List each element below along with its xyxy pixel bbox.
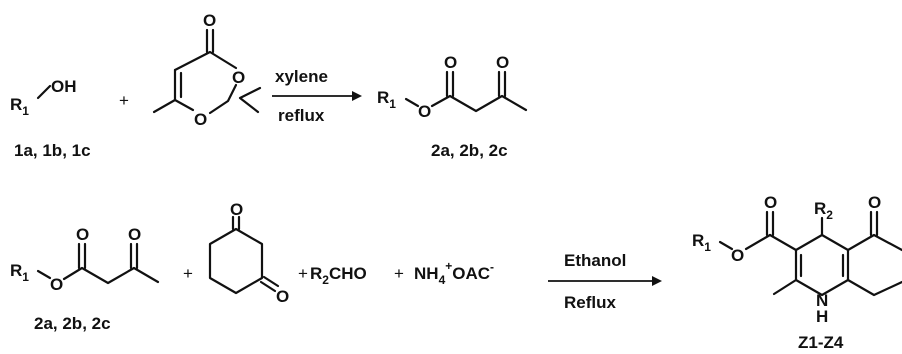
arrow-head-2 xyxy=(652,276,662,286)
ketoester2-carbonyl1-o: O xyxy=(76,225,89,244)
dioxinone-ring-o2: O xyxy=(194,110,207,129)
product2-carbonyl1-bond xyxy=(765,210,775,237)
condition-above-2: Ethanol xyxy=(564,251,626,270)
ketoester2-carbonyl2-o: O xyxy=(128,225,141,244)
dione-top-o: O xyxy=(230,200,243,219)
aldehyde-reactant: R2CHO xyxy=(310,264,367,287)
product2-dihydropyridine-ring xyxy=(794,233,850,297)
alcohol-r-label: R1 xyxy=(10,95,29,118)
alcohol-oh-label: OH xyxy=(51,77,77,96)
product2-methyl xyxy=(772,278,798,296)
dione-ring xyxy=(208,227,264,295)
reactant-label-1: 1a, 1b, 1c xyxy=(14,141,91,160)
product2-r1-o-bond xyxy=(718,240,734,251)
ammonium-acetate: NH4+OAC- xyxy=(414,259,494,287)
dione-bottom-o: O xyxy=(276,287,289,306)
reaction-2: R1 O O O 2a, 2b, 2c + O O + R2CHO + NH4+… xyxy=(10,193,902,352)
dioxinone-ring-left-bottom xyxy=(173,98,195,112)
product2-fused-ring-bottom xyxy=(846,278,902,297)
ketoester2-label: 2a, 2b, 2c xyxy=(34,314,111,333)
product1-r-o-bond xyxy=(404,97,420,108)
plus-sign-3: + xyxy=(298,264,308,283)
product-label-1: 2a, 2b, 2c xyxy=(431,141,508,160)
plus-sign-2: + xyxy=(183,264,193,283)
reaction-1: R1 OH + O O O xylene reflux xyxy=(10,11,528,160)
plus-sign-4: + xyxy=(394,264,404,283)
product2-nh-n: N xyxy=(816,291,828,310)
ketoester-product-1: R1 O O O xyxy=(377,53,528,121)
product1-carbonyl1-o: O xyxy=(444,53,457,72)
ketoester2-carbonyl1-bond xyxy=(77,242,87,270)
product2-ester-o: O xyxy=(731,246,744,265)
ketoester2-chain xyxy=(62,266,160,285)
product1-carbonyl1-bond xyxy=(445,70,455,98)
dione-carbonyl-top-bond xyxy=(231,215,241,231)
condition-below-1: reflux xyxy=(278,106,325,125)
dioxinone-ring-top xyxy=(173,50,238,72)
product2-nh-h: H xyxy=(816,307,828,326)
condition-below-2: Reflux xyxy=(564,293,617,312)
reaction-arrow-1: xylene reflux xyxy=(272,67,362,125)
product1-carbonyl2-o: O xyxy=(496,53,509,72)
dioxinone-ring-o1: O xyxy=(232,68,245,87)
product1-ester-o: O xyxy=(418,102,431,121)
arrow-head-1 xyxy=(352,91,362,101)
dioxinone-carbonyl-bond xyxy=(205,28,215,54)
plus-sign-1: + xyxy=(119,91,129,110)
ketoester2-carbonyl2-bond xyxy=(129,242,139,270)
condition-above-1: xylene xyxy=(275,67,328,86)
product-label-2: Z1-Z4 xyxy=(798,333,844,352)
ketoester-reactant-2: R1 O O O xyxy=(10,225,160,294)
alcohol-reactant: R1 OH xyxy=(10,77,77,118)
alcohol-bond xyxy=(36,84,52,100)
dione-reactant: O O xyxy=(208,200,289,306)
dioxinone-reactant: O O O xyxy=(152,11,262,129)
product1-r-label: R1 xyxy=(377,88,396,111)
dione-carbonyl-bottom-bond xyxy=(259,275,280,293)
product2-ester-c-bond xyxy=(744,233,772,251)
product2-r2-label: R2 xyxy=(814,199,833,222)
dioxinone-methyl xyxy=(152,98,177,114)
ketoester2-r-o-bond xyxy=(36,269,52,280)
dioxinone-ring-right-bottom xyxy=(208,83,238,115)
ketoester2-ester-o: O xyxy=(50,275,63,294)
product2-carbonyl2-o: O xyxy=(868,193,881,212)
dioxinone-carbonyl-o: O xyxy=(203,11,216,30)
product2-r1-label: R1 xyxy=(692,231,711,254)
product2-carbonyl2-bond xyxy=(869,210,879,237)
ketoester2-r-label: R1 xyxy=(10,261,29,284)
reaction-arrow-2: Ethanol Reflux xyxy=(548,251,662,312)
product2-c3-bond xyxy=(768,233,798,252)
product1-chain xyxy=(430,94,528,113)
dioxinone-gem-dimethyl xyxy=(238,86,262,114)
product2-carbonyl1-o: O xyxy=(764,193,777,212)
product2-fused-ring-top xyxy=(846,233,902,252)
hexahydroquinoline-product: R1 O O R2 O N H xyxy=(692,193,902,326)
product1-carbonyl2-bond xyxy=(497,70,507,98)
